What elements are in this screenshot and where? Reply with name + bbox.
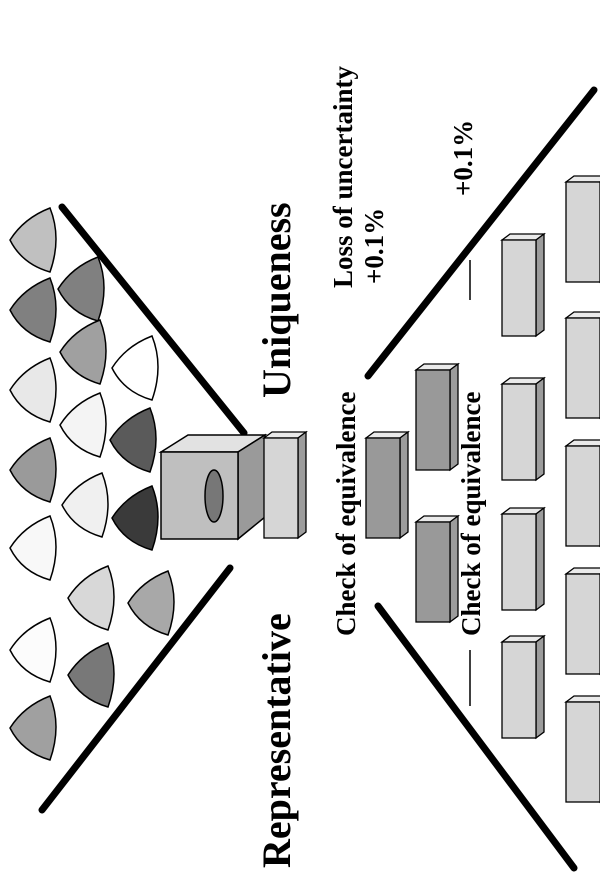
- bar-block: [564, 311, 600, 420]
- cone-icon: [9, 695, 57, 761]
- cone-icon: [61, 472, 109, 538]
- bar-side-face: [297, 430, 307, 540]
- cone-group: [9, 207, 175, 761]
- bar-side-face: [399, 430, 409, 540]
- bar-top-face: [564, 311, 600, 319]
- cone-icon: [57, 256, 105, 322]
- bar-front-face: [501, 239, 537, 337]
- bar-side-face: [535, 232, 545, 338]
- cube-side-face: [237, 433, 266, 541]
- bar-block: [564, 695, 600, 804]
- bar-front-face: [365, 437, 401, 539]
- bar-block: [262, 430, 308, 540]
- funnel-lines: [38, 86, 598, 872]
- cube-front-face: [160, 451, 239, 540]
- label-loss-plus: +0.1%: [359, 208, 389, 284]
- bar-front-face: [501, 641, 537, 739]
- bar-front-face: [415, 521, 451, 623]
- bar-block: [414, 514, 460, 624]
- label-uniqueness: Uniqueness: [254, 202, 299, 398]
- bar-group: [262, 175, 600, 804]
- bar-top-face: [564, 567, 600, 575]
- cone-icon: [9, 277, 57, 343]
- cone-icon: [67, 565, 115, 631]
- bar-front-face: [501, 513, 537, 611]
- cone-icon: [9, 357, 57, 423]
- cone-icon: [59, 319, 107, 385]
- left-funnel-bottom-line: [38, 564, 234, 814]
- bar-block: [500, 506, 546, 612]
- bar-top-face: [564, 695, 600, 703]
- left-funnel-top-line: [58, 203, 248, 437]
- bar-side-face: [535, 506, 545, 612]
- bar-front-face: [565, 181, 600, 283]
- bar-front-face: [415, 369, 451, 471]
- cube-hole: [204, 469, 224, 523]
- right-funnel-bottom-line: [374, 602, 578, 872]
- label-representative: Representative: [254, 613, 299, 868]
- bar-front-face: [565, 317, 600, 419]
- bar-front-face: [565, 573, 600, 675]
- label-plus-right: +0.1%: [448, 120, 478, 196]
- bar-block: [564, 567, 600, 676]
- cone-icon: [111, 335, 159, 401]
- label-check-right: Check of equivalence: [456, 392, 486, 636]
- bar-side-face: [535, 634, 545, 740]
- bar-side-face: [535, 376, 545, 482]
- cube-icon: [158, 433, 268, 541]
- cone-icon: [109, 407, 157, 473]
- bar-block: [564, 439, 600, 548]
- bar-top-face: [564, 439, 600, 447]
- cone-icon: [9, 207, 57, 273]
- bar-block: [500, 376, 546, 482]
- bar-block: [564, 175, 600, 284]
- bar-front-face: [565, 445, 600, 547]
- bar-block: [364, 430, 410, 540]
- bar-block: [414, 362, 460, 472]
- bar-top-face: [564, 175, 600, 183]
- bar-front-face: [565, 701, 600, 803]
- label-loss-of-uncertainty: Loss of uncertainty: [328, 66, 358, 288]
- bar-block: [500, 634, 546, 740]
- cone-icon: [9, 437, 57, 503]
- cone-icon: [111, 485, 159, 551]
- cone-icon: [9, 617, 57, 683]
- cone-icon: [9, 515, 57, 581]
- label-check-left: Check of equivalence: [331, 392, 361, 636]
- cone-icon: [127, 570, 175, 636]
- bar-front-face: [501, 383, 537, 481]
- bar-front-face: [263, 437, 299, 539]
- cone-icon: [59, 392, 107, 458]
- cone-icon: [67, 642, 115, 708]
- right-funnel-top-line: [364, 86, 598, 380]
- bar-block: [500, 232, 546, 338]
